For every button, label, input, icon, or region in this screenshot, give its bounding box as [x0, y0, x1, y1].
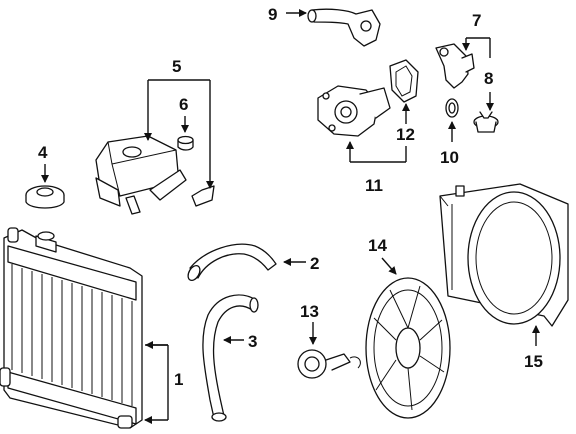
fan-clutch-part — [297, 349, 361, 379]
thermostat-housing-part — [435, 43, 475, 89]
thermostat-part — [473, 111, 499, 133]
reservoir-cap-part — [177, 135, 194, 151]
upper-hose-part — [187, 243, 277, 282]
callout-1: 1 — [174, 370, 183, 389]
callout-14-leader — [381, 257, 397, 275]
fan-shroud-part — [439, 183, 569, 327]
lower-hose-part — [202, 294, 259, 422]
callout-14: 14 — [368, 236, 387, 255]
callout-12: 12 — [396, 125, 415, 144]
seal-ring-part — [445, 98, 459, 118]
callout-10: 10 — [440, 148, 459, 167]
callout-5-leaders — [144, 79, 214, 189]
callout-8: 8 — [484, 69, 493, 88]
callout-1-leaders — [145, 341, 169, 420]
coolant-reservoir-part — [95, 135, 215, 215]
callout-5: 5 — [172, 57, 181, 76]
callout-11: 11 — [365, 176, 383, 195]
callout-9: 9 — [268, 5, 277, 24]
callout-11-leaders — [346, 141, 407, 163]
callout-7: 7 — [472, 11, 481, 30]
radiator-part — [0, 227, 143, 429]
callout-13: 13 — [300, 302, 319, 321]
radiator-cap-part — [25, 185, 65, 209]
callout-4: 4 — [38, 143, 48, 162]
water-outlet-part — [307, 8, 381, 47]
callout-6: 6 — [179, 95, 188, 114]
callout-7-leaders — [462, 37, 491, 58]
water-pump-part — [317, 85, 391, 137]
pump-gasket-part — [389, 59, 419, 103]
callout-15: 15 — [524, 352, 543, 371]
fan-blade-part — [365, 277, 451, 419]
callout-3: 3 — [248, 332, 257, 351]
callout-2: 2 — [310, 254, 319, 273]
